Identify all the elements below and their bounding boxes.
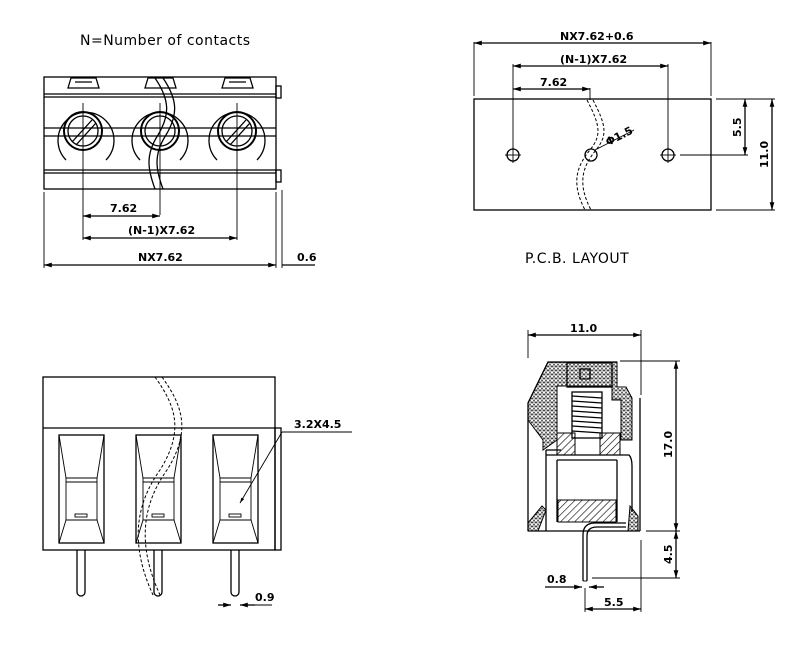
pcb-dim-pitch: 7.62 bbox=[540, 76, 567, 89]
drawing-title: N=Number of contacts bbox=[80, 33, 251, 49]
side-dim-width: 11.0 bbox=[570, 322, 597, 335]
opening-3 bbox=[212, 434, 259, 544]
front-view: 7.62 (N-1)X7.62 NX7.62 0.6 bbox=[43, 76, 317, 268]
rear-body bbox=[42, 376, 276, 551]
pcb-outline bbox=[473, 98, 712, 211]
pin-3 bbox=[230, 550, 240, 597]
pin-2 bbox=[153, 550, 163, 597]
pcb-layout-label: P.C.B. LAYOUT bbox=[525, 251, 629, 267]
rear-dim-pin: 0.9 bbox=[255, 591, 275, 604]
side-dim-height: 17.0 bbox=[662, 431, 675, 458]
pcb-dim-hole: Φ1.5 bbox=[603, 124, 635, 149]
side-dim-pin-offset: 5.5 bbox=[604, 596, 624, 609]
pcb-layout: NX7.62+0.6 (N-1)X7.62 7.62 Φ1.5 5.5 11.0 bbox=[473, 30, 775, 211]
opening-2 bbox=[135, 434, 182, 544]
rear-wire bbox=[137, 376, 176, 596]
rear-view: 3.2X4.5 0.9 bbox=[42, 376, 352, 608]
pin-1 bbox=[76, 550, 86, 597]
side-view: 11.0 17.0 4.5 0.8 5.5 bbox=[527, 322, 680, 612]
opening-1 bbox=[58, 434, 105, 544]
dim-span: (N-1)X7.62 bbox=[128, 224, 195, 237]
dim-total: NX7.62 bbox=[138, 251, 183, 264]
dim-offset: 0.6 bbox=[297, 251, 317, 264]
pcb-dim-total: NX7.62+0.6 bbox=[560, 30, 634, 43]
wire bbox=[148, 77, 168, 190]
dim-pitch: 7.62 bbox=[110, 202, 137, 215]
side-dim-pin-length: 4.5 bbox=[662, 545, 675, 565]
rear-dim-opening: 3.2X4.5 bbox=[294, 418, 341, 431]
pcb-dim-half-height: 5.5 bbox=[731, 118, 744, 138]
pcb-dim-height: 11.0 bbox=[758, 141, 771, 168]
side-pin bbox=[582, 522, 626, 581]
pcb-dim-span: (N-1)X7.62 bbox=[560, 53, 627, 66]
side-dim-pin-width: 0.8 bbox=[547, 573, 567, 586]
spring bbox=[571, 391, 603, 439]
